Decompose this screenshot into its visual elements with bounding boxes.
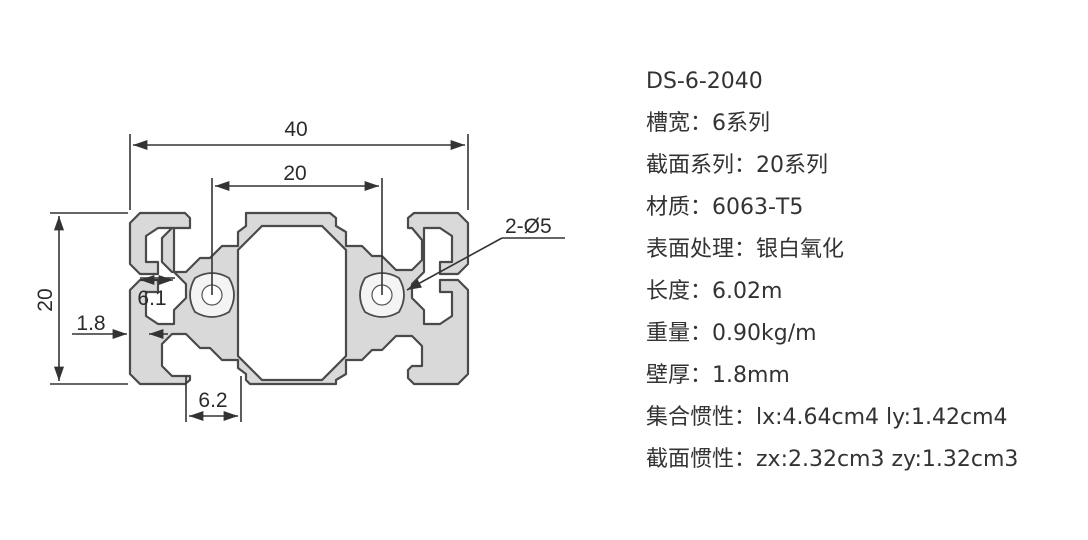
- spec-list: DS-6-2040 槽宽：6系列 截面系列：20系列 材质：6063-T5 表面…: [646, 61, 1076, 481]
- dim-width-label: 40: [284, 118, 307, 141]
- spec-length: 长度：6.02m: [646, 279, 783, 304]
- aluminum-profile: [128, 211, 470, 386]
- dimension-hole: 2-Ø5: [406, 215, 565, 291]
- spec-slot-width: 槽宽：6系列: [646, 111, 770, 136]
- spec-surface: 表面处理：银白氧化: [646, 237, 845, 262]
- spec-section-modulus: 截面惯性：zx:2.32cm3 zy:1.32cm3: [646, 447, 1019, 472]
- dim-center-label: 20: [283, 162, 306, 185]
- spec-section-series: 截面系列：20系列: [646, 153, 828, 178]
- spec-weight: 重量：0.90kg/m: [646, 321, 817, 346]
- dimension-center-spacing: 20: [211, 162, 383, 295]
- dimension-slot: 6.1: [137, 274, 175, 310]
- spec-wall-thickness: 壁厚：1.8mm: [646, 363, 790, 388]
- spec-material: 材质：6063-T5: [646, 195, 804, 220]
- dim-opening-label: 6.2: [198, 389, 227, 412]
- spec-moment-inertia: 集合惯性：lx:4.64cm4 ly:1.42cm4: [646, 405, 1008, 430]
- profile-drawing: 40 20 20 2-Ø5 6.1 1.8 6.2: [34, 118, 565, 422]
- dim-wall-label: 1.8: [76, 312, 105, 335]
- dim-hole-label: 2-Ø5: [505, 215, 552, 238]
- dimension-opening: 6.2: [185, 376, 242, 422]
- dimension-wall: 1.8: [72, 312, 168, 340]
- dim-slot-label: 6.1: [137, 287, 166, 310]
- dimension-width: 40: [129, 118, 469, 210]
- dimension-height: 20: [34, 212, 128, 385]
- spec-model: DS-6-2040: [646, 69, 763, 94]
- dim-height-label: 20: [34, 288, 57, 311]
